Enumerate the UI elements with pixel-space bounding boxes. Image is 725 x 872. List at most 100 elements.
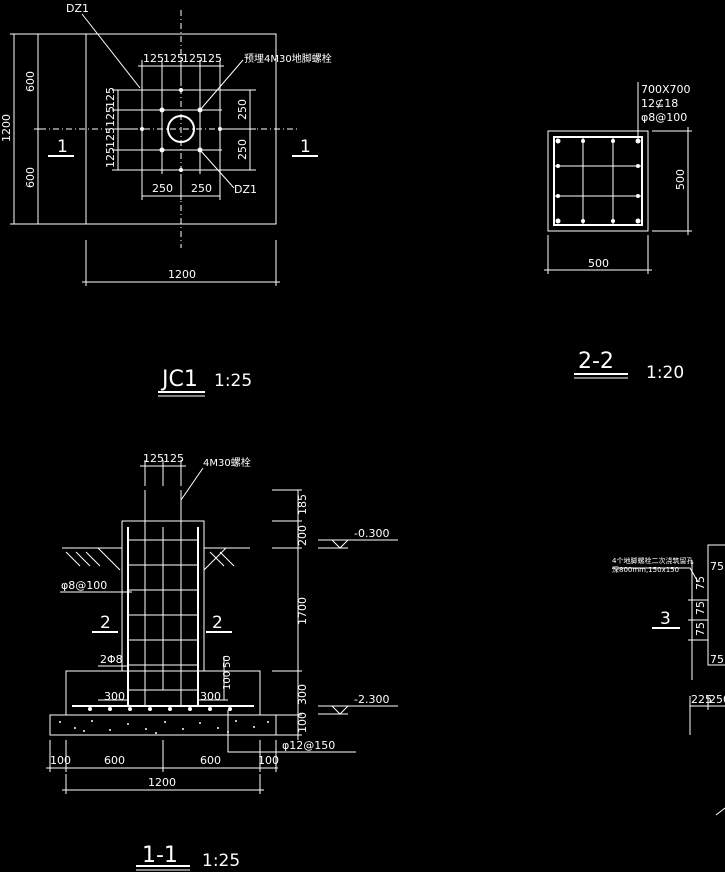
- svg-text:75: 75: [710, 653, 724, 666]
- note-line-1: 700X700: [641, 83, 691, 96]
- dim-right-2: 250: [236, 139, 249, 160]
- svg-text:1: 1: [57, 137, 68, 157]
- dim-left-1: 125: [104, 87, 117, 108]
- svg-text:125: 125: [163, 452, 184, 465]
- svg-text:500: 500: [588, 257, 609, 270]
- section-3-partial: 4个地脚螺栓二次浇筑留孔 深800mm,150x150 3 75 75 75 7…: [612, 544, 725, 816]
- width-dimension: 500: [544, 235, 652, 274]
- svg-text:100: 100: [50, 754, 71, 767]
- bottom-dimension-parts: 100 600 600 100: [46, 740, 279, 772]
- dim-outer-total: 1200: [0, 114, 13, 142]
- bottom-dimension-total: 1200: [62, 774, 264, 794]
- svg-text:2: 2: [212, 613, 223, 633]
- ground-line: [62, 547, 250, 571]
- small-dimension: 50 100: [222, 655, 233, 700]
- svg-text:-2.300: -2.300: [354, 693, 389, 706]
- dim-left-4: 125: [104, 147, 117, 168]
- jc1-title: JC1: [160, 367, 198, 392]
- bolt-leader: [199, 59, 244, 111]
- hole-note-line-1: 4个地脚螺栓二次浇筑留孔: [612, 556, 693, 565]
- dz1-leader-top: [81, 13, 141, 89]
- jc1-scale: 1:25: [214, 371, 252, 391]
- svg-text:100: 100: [222, 671, 233, 690]
- dim-left-3: 125: [104, 127, 117, 148]
- blinding-layer: [49, 714, 277, 736]
- dim-right-1: 250: [236, 99, 249, 120]
- svg-text:600: 600: [200, 754, 221, 767]
- bolt-note: 4M30螺栓: [203, 456, 251, 469]
- sec11-title: 1-1: [142, 843, 178, 868]
- section-3-outline: [707, 544, 725, 666]
- svg-text:200: 200: [296, 525, 309, 546]
- left-inner-dimension: 125 125 125 125: [104, 87, 138, 171]
- bar-leader: [98, 665, 129, 700]
- outer-left-dimension: 600 600 1200: [0, 33, 86, 225]
- svg-text:100: 100: [258, 754, 279, 767]
- bottom-bar-dots: [88, 707, 232, 711]
- bolt-note: 预埋4M30地脚螺栓: [244, 52, 332, 65]
- dim-top-1: 125: [143, 52, 164, 65]
- svg-text:1200: 1200: [148, 776, 176, 789]
- blinding-hatch: [59, 720, 269, 734]
- dim-top-2: 125: [163, 52, 184, 65]
- svg-text:-0.300: -0.300: [354, 527, 389, 540]
- stirrup-outline: [553, 136, 643, 226]
- outer-bottom-dimension: 1200: [82, 240, 280, 286]
- center-column-circle: [167, 115, 195, 143]
- sec22-scale: 1:20: [646, 363, 684, 383]
- svg-text:75: 75: [694, 601, 707, 615]
- section-mark-right: 1: [292, 137, 318, 157]
- section-3-mark: 3: [660, 609, 671, 629]
- dim-left-2: 125: [104, 106, 117, 127]
- svg-text:2: 2: [100, 613, 111, 633]
- bottom-rebar-note: φ12@150: [282, 739, 335, 752]
- dz1-leader-bottom: [199, 149, 235, 189]
- section-mark-left: 1: [48, 137, 74, 157]
- svg-text:50: 50: [222, 655, 233, 668]
- bolt-leader: [180, 467, 204, 501]
- svg-text:100: 100: [296, 712, 309, 733]
- elevation-bottom: -2.300: [318, 693, 398, 715]
- dz1-bottom-label: DZ1: [234, 183, 257, 196]
- section-mark-2-left: 2: [92, 613, 118, 633]
- svg-text:1: 1: [300, 137, 311, 157]
- dim-300-left: 300: [104, 690, 125, 703]
- hole-note-line-2: 深800mm,150x150: [612, 565, 679, 574]
- bottom-inner-dimension: 250 250: [141, 174, 221, 200]
- main-bars: [555, 138, 641, 224]
- elevation-top: -0.300: [318, 527, 398, 549]
- svg-text:75: 75: [694, 622, 707, 636]
- dim-bottom-inner-2: 250: [191, 182, 212, 195]
- top-bolt-dimension: 125 125: [140, 452, 186, 486]
- section-mark-2-right: 2: [206, 613, 232, 633]
- hole-note-leader: [612, 567, 699, 583]
- svg-text:500: 500: [674, 169, 687, 190]
- dim-bottom-inner-1: 250: [152, 182, 173, 195]
- svg-text:225: 225: [691, 693, 712, 706]
- top-dimension: 125 125 125 125: [138, 52, 224, 86]
- inner-ties: [554, 137, 642, 225]
- svg-text:600: 600: [104, 754, 125, 767]
- svg-text:75: 75: [694, 576, 707, 590]
- sec11-scale: 1:25: [202, 851, 240, 871]
- jc1-plan: DZ1 预埋4M30地脚螺栓 DZ1 125 125 125 125 125 1…: [0, 2, 332, 397]
- dim-outer-left-1: 600: [24, 71, 37, 92]
- section-2-2: 700X700 12⊈18 φ8@100 500 500 2-2 1:20: [544, 82, 692, 383]
- svg-text:250: 250: [709, 693, 725, 706]
- section-1-1: 125 125 4M30螺栓 φ8@100 2Φ8 2 2 300 300 50…: [46, 452, 398, 871]
- dim-300-right: 300: [200, 690, 221, 703]
- dim-outer-bottom: 1200: [168, 268, 196, 281]
- note-line-3: φ8@100: [641, 111, 687, 124]
- bottom-rebar-leader: [227, 710, 356, 753]
- dim-outer-left-2: 600: [24, 167, 37, 188]
- dim-top-4: 125: [201, 52, 222, 65]
- note-line-2: 12⊈18: [641, 97, 678, 110]
- right-dimension-chain: 185 200 1700 300 100: [272, 489, 309, 740]
- stirrup-note: φ8@100: [61, 579, 107, 592]
- svg-text:300: 300: [296, 684, 309, 705]
- height-dimension: 500: [652, 127, 692, 235]
- dim-top-3: 125: [182, 52, 203, 65]
- column-outline: [547, 130, 649, 232]
- sec22-title: 2-2: [578, 349, 614, 374]
